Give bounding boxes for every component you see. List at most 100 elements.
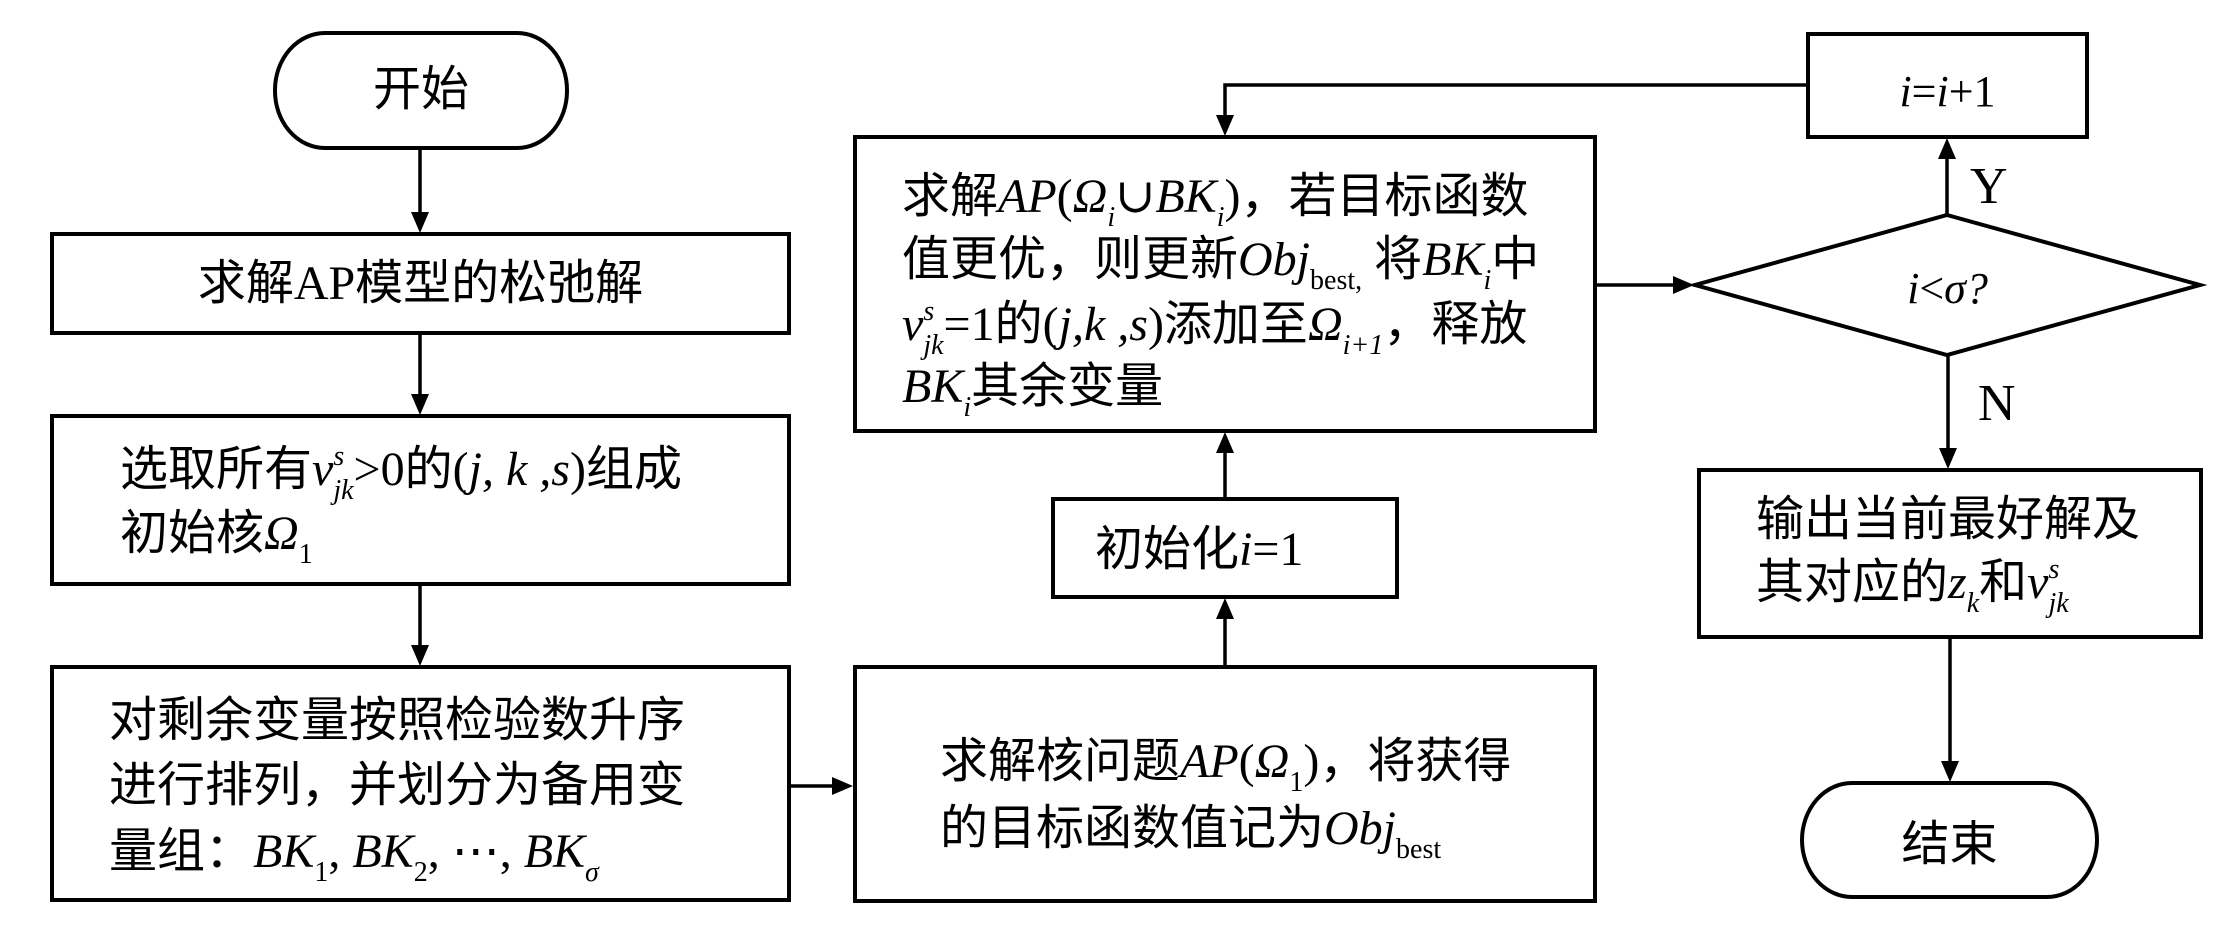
- question-mark: ?: [1965, 264, 1988, 313]
- arrowhead-down-icon: [411, 645, 429, 666]
- math-variable: BK: [253, 825, 315, 878]
- solve-kernel-box: [853, 665, 1597, 903]
- initial-kernel-line-1: 选取所有 v s jk >0 的 ( j, k ,s ) 组成: [120, 438, 682, 506]
- text-run: 开始: [372, 63, 469, 116]
- text-run: 输出当前最好解及: [1756, 493, 2141, 546]
- math-variable: i: [1936, 67, 1949, 116]
- text-run: 对剩余变量按照检验数升序: [109, 694, 686, 747]
- subscript: 2: [413, 857, 428, 888]
- solve-extended-line-1: 求解 AP ( Ω i ∪ BK i ) ，若目标函数: [902, 165, 1529, 233]
- text-run: =1: [1252, 523, 1304, 576]
- less-than-sign: <: [1919, 264, 1945, 313]
- math-variable: i: [1907, 264, 1920, 313]
- solve-extended-line-4: BK i 其余变量: [902, 355, 1163, 423]
- math-variable: BK: [1422, 233, 1484, 286]
- text-run: 求解核问题: [940, 735, 1181, 788]
- solve-extended-box: [853, 135, 1597, 433]
- math-variable: v: [902, 298, 924, 351]
- math-variable: σ: [1944, 264, 1966, 313]
- paren-open: (: [1238, 735, 1255, 788]
- math-variable: AP: [998, 170, 1057, 223]
- equals-sign: =: [1911, 67, 1937, 116]
- text-run: >0: [353, 443, 405, 496]
- output-line-2: 其对应的 z k 和 v s jk: [1756, 551, 2069, 619]
- paren-open: (: [1042, 298, 1059, 351]
- arrowhead-right-icon: [832, 777, 853, 795]
- arrowhead-down-icon: [1939, 448, 1957, 469]
- paren-open: (: [1056, 170, 1073, 223]
- arrowhead-up-icon: [1216, 432, 1234, 453]
- math-variable: v: [2027, 556, 2049, 609]
- math-variable: Obj: [1238, 233, 1311, 286]
- text-run: 结束: [1901, 818, 1998, 871]
- paren-close: ): [569, 443, 586, 496]
- relax-process-box: [50, 232, 791, 335]
- math-variable: v: [312, 443, 334, 496]
- arrowhead-down-icon: [1941, 761, 1959, 782]
- index-stack: s jk: [2048, 553, 2068, 621]
- increment-box: [1806, 32, 2089, 139]
- math-variable: i: [1239, 523, 1253, 576]
- connector-increment-loop: [1223, 83, 1808, 117]
- subscript: i: [1107, 202, 1116, 233]
- index-stack: s jk: [923, 295, 943, 363]
- math-variable: BK: [352, 825, 414, 878]
- math-variable: AP: [1180, 735, 1239, 788]
- subscript: i: [1216, 202, 1225, 233]
- text-run: 的目标函数值记为: [940, 802, 1325, 855]
- math-variable: Ω: [1307, 298, 1343, 351]
- math-variable: i: [1899, 67, 1912, 116]
- math-variable: BK: [902, 360, 964, 413]
- ellipsis: ⋯: [451, 825, 500, 878]
- text-run: 进行排列，并划分为备用变: [109, 759, 686, 812]
- separator: ,: [427, 825, 452, 878]
- text-run: 和: [1979, 556, 2028, 609]
- text-run: 选取所有: [120, 443, 313, 496]
- union-operator: ∪: [1115, 170, 1156, 223]
- text-run: 求解: [902, 170, 999, 223]
- solve-kernel-line-1: 求解核问题 AP ( Ω 1 ) ，将获得: [940, 730, 1511, 798]
- math-variable: BK: [523, 825, 586, 878]
- text-run: =1: [943, 298, 995, 351]
- superscript: s: [923, 296, 935, 327]
- text-run: 的: [404, 443, 453, 496]
- text-run: 中: [1491, 233, 1540, 286]
- text-run: 的: [994, 298, 1043, 351]
- superscript: s: [2048, 554, 2060, 585]
- sort-backups-line-2: 进行排列，并划分为备用变: [109, 754, 685, 818]
- subscript: jk: [923, 330, 944, 361]
- text-run: 初始核: [120, 507, 265, 560]
- subscript: k: [1966, 588, 1980, 619]
- text-run: 初始化: [1095, 523, 1240, 576]
- solve-extended-line-3: v s jk =1 的 ( j,k ,s ) 添加至 Ω i+1 ，释放: [902, 293, 1527, 361]
- init-i-label: 初始化 i =1: [1095, 518, 1303, 582]
- sort-backups-line-1: 对剩余变量按照检验数升序: [109, 689, 685, 753]
- arrowhead-down-icon: [411, 212, 429, 233]
- output-box: [1697, 468, 2203, 639]
- math-variable: z: [1948, 556, 1967, 609]
- end-terminal: [1800, 781, 2099, 899]
- text-run: 量组：: [109, 825, 254, 878]
- subscript: 1: [1289, 767, 1304, 798]
- text-run: ，若目标函数: [1240, 170, 1529, 223]
- math-variable: j,k ,s: [1058, 298, 1148, 351]
- separator: ,: [499, 825, 524, 878]
- text-run: 求解AP模型的松弛解: [197, 257, 644, 310]
- decision-label: i < σ ?: [1695, 257, 2200, 321]
- math-variable: Ω: [1072, 170, 1108, 223]
- arrowhead-down-icon: [1216, 115, 1234, 136]
- subscript: best: [1396, 834, 1442, 865]
- text-run: 将: [1362, 233, 1423, 286]
- separator: ,: [328, 825, 353, 878]
- paren-open: (: [452, 443, 469, 496]
- arrowhead-down-icon: [411, 394, 429, 415]
- solve-kernel-line-2: 的目标函数值记为 Obj best: [940, 797, 1441, 865]
- initial-kernel-line-2: 初始核 Ω 1: [120, 502, 313, 570]
- initial-kernel-box: [50, 414, 791, 586]
- text-run: 值更优，则更新: [902, 233, 1239, 286]
- math-variable: BK: [1155, 170, 1217, 223]
- subscript: 1: [314, 857, 329, 888]
- text-run: 其对应的: [1756, 556, 1949, 609]
- relax-label: 求解AP模型的松弛解: [52, 252, 789, 316]
